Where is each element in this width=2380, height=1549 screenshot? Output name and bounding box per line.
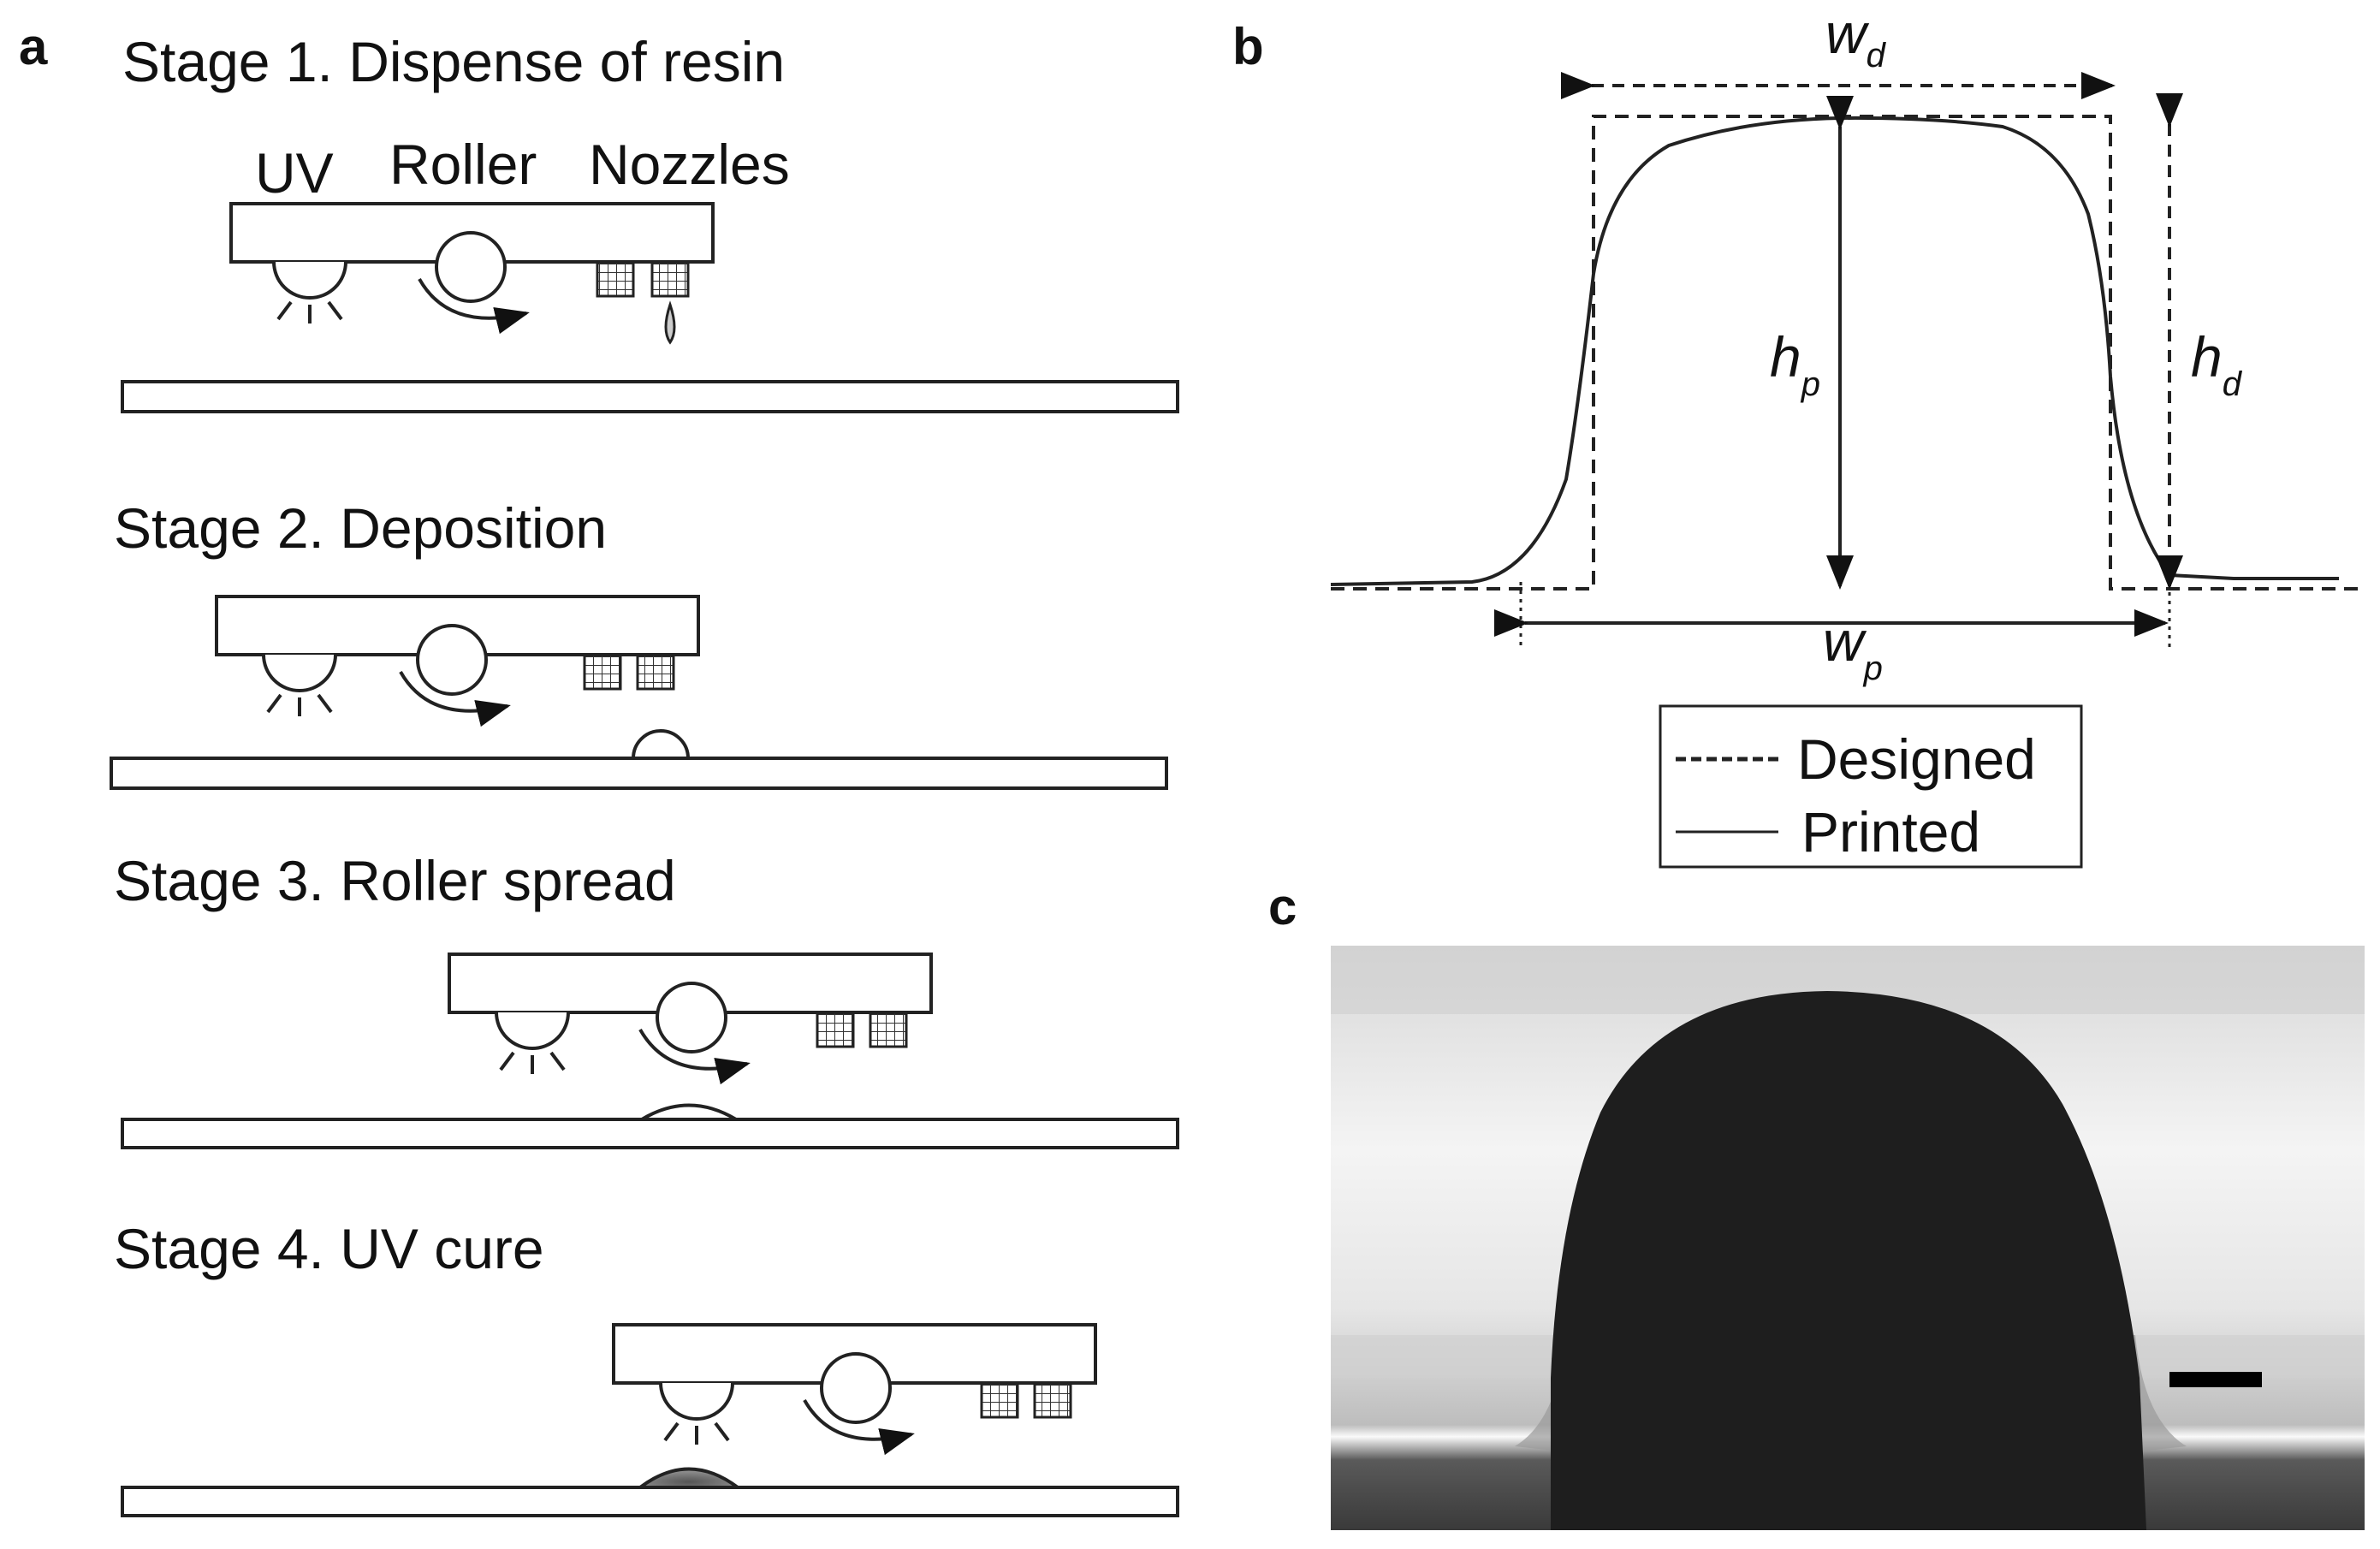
roller-icon bbox=[435, 231, 507, 303]
uv-lamp-icon bbox=[272, 261, 347, 300]
nozzle-icon bbox=[816, 1011, 855, 1048]
substrate bbox=[110, 757, 1168, 790]
cured-resin bbox=[635, 1467, 743, 1489]
uv-lamp-icon bbox=[262, 654, 337, 692]
deposited-droplet bbox=[631, 729, 691, 760]
legend-designed: Designed bbox=[1797, 727, 2036, 791]
spread-resin bbox=[635, 1103, 743, 1121]
droplet-icon bbox=[664, 300, 676, 345]
hd-label: hd bbox=[2191, 325, 2243, 403]
legend-printed: Printed bbox=[1801, 800, 1980, 864]
nozzle-icon bbox=[869, 1011, 908, 1048]
designed-profile bbox=[1331, 115, 2360, 591]
nozzles-label: Nozzles bbox=[589, 133, 790, 196]
profile-diagram: wd hp hd wp bbox=[1330, 2, 2360, 687]
uv-label: UV bbox=[255, 141, 334, 205]
uv-lamp-icon bbox=[495, 1012, 570, 1050]
stage-4: Stage 4. UV cure bbox=[114, 1217, 1179, 1517]
stage-2-title: Stage 2. Deposition bbox=[114, 496, 607, 560]
substrate bbox=[121, 1486, 1179, 1517]
printed-profile bbox=[1330, 116, 2339, 586]
nozzle-icon bbox=[650, 260, 690, 298]
stage-1: Stage 1. Dispense of resin UV Roller Noz… bbox=[121, 30, 1179, 413]
wp-label: wp bbox=[1823, 609, 1883, 687]
stage-2: Stage 2. Deposition bbox=[110, 496, 1168, 790]
wd-label: wd bbox=[1825, 2, 1887, 74]
roller-icon bbox=[656, 982, 727, 1053]
nozzle-icon bbox=[583, 653, 622, 691]
printhead bbox=[229, 202, 715, 345]
panel-label-b: b bbox=[1232, 18, 1264, 75]
substrate bbox=[121, 1118, 1179, 1149]
roller-label: Roller bbox=[389, 133, 537, 196]
roller-icon bbox=[820, 1352, 892, 1424]
legend: Designed Printed bbox=[1659, 704, 2083, 869]
substrate bbox=[121, 380, 1179, 413]
panel-label-a: a bbox=[19, 18, 48, 75]
stage-4-title: Stage 4. UV cure bbox=[114, 1217, 544, 1280]
nozzle-icon bbox=[980, 1381, 1019, 1419]
stage-1-title: Stage 1. Dispense of resin bbox=[122, 30, 785, 93]
roller-icon bbox=[416, 624, 488, 696]
scale-bar bbox=[2169, 1372, 2262, 1387]
nozzle-icon bbox=[1033, 1381, 1072, 1419]
printed-feature bbox=[1551, 991, 2146, 1530]
hp-label: hp bbox=[1770, 325, 1820, 403]
printhead bbox=[612, 1323, 1097, 1456]
micrograph bbox=[1331, 946, 2365, 1530]
stage-3-title: Stage 3. Roller spread bbox=[114, 849, 676, 912]
nozzle-icon bbox=[596, 260, 635, 298]
nozzle-icon bbox=[636, 653, 675, 691]
printhead bbox=[215, 595, 700, 727]
printhead bbox=[448, 953, 933, 1085]
panel-label-c: c bbox=[1268, 878, 1297, 935]
stage-3: Stage 3. Roller spread bbox=[114, 849, 1179, 1149]
uv-lamp-icon bbox=[659, 1382, 734, 1421]
